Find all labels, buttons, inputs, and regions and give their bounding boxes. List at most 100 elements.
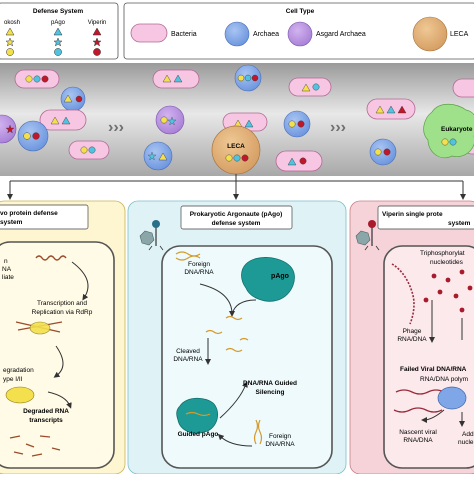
panel-left-label: ype I/II: [3, 376, 23, 383]
bacteria-cell: [275, 150, 323, 172]
dna-helix-icon: [253, 419, 263, 445]
cleaved-dna-icon: [205, 315, 249, 353]
guided-pago-label: Guided pAgo: [178, 431, 219, 438]
guided-pago-icon: [176, 397, 218, 434]
panel-right-label: nucle: [458, 439, 474, 446]
phage-icon: [148, 220, 164, 251]
branch-connectors: [7, 174, 466, 200]
converging-arrow-icon: [231, 299, 257, 315]
panel-left-label: n: [4, 258, 8, 265]
yellow-star-icon: [5, 37, 15, 47]
curved-arrow-icon: [217, 433, 253, 447]
panel-left-heading: Degraded RNA: [23, 408, 69, 415]
yellow-circle-icon: [6, 48, 14, 56]
red-circle-icon: [93, 48, 101, 56]
panel-right-title-2: system: [448, 220, 471, 227]
curved-arrow-icon: [219, 381, 248, 419]
panel-middle-label: Cleaved: [176, 348, 200, 355]
archaea-cell: [143, 141, 173, 171]
panel-middle-label: Foreign: [188, 261, 210, 268]
phage-rna-icon: [391, 263, 415, 325]
panel-left-okosh: vo protein defense system n NA liate Tra…: [0, 200, 126, 475]
archaea-label: Archaea: [253, 31, 279, 38]
panel-middle-label: DNA/RNA: [265, 441, 295, 448]
leca-label: LECA: [227, 143, 245, 150]
cell-type-legend-title: Cell Type: [286, 8, 315, 15]
panel-middle-label: Foreign: [269, 433, 291, 440]
pago-label: pAgo: [271, 273, 289, 280]
eukaryote-cell: Eukaryote: [423, 103, 474, 159]
cell-type-legend: Cell Type Bacteria Archaea Asgard Archae…: [123, 2, 474, 60]
bacteria-cell: [366, 98, 416, 120]
cyan-triangle-icon: [53, 27, 63, 36]
cyan-circle-icon: [54, 48, 62, 56]
archaea-swatch: [224, 21, 250, 47]
asgard-archaea-label: Asgard Archaea: [316, 31, 366, 38]
panel-middle-label: DNA/RNA: [173, 356, 203, 363]
nucleotides-icon: [423, 269, 473, 313]
progression-chevrons: ›››: [330, 119, 346, 136]
panel-right-label: Triphosphorylat: [420, 250, 465, 257]
asgard-archaea-cell: [155, 105, 185, 135]
red-triangle-icon: [92, 27, 102, 36]
curved-arrow-icon: [47, 391, 72, 409]
panel-middle-title: Prokaryotic Argonaute (pAgo): [190, 211, 283, 218]
panel-left-label: Transcription and: [37, 300, 87, 307]
panel-left-title-2: system: [0, 219, 23, 226]
panel-right-title: Viperin single prote: [382, 211, 443, 218]
asgard-archaea-swatch: [287, 21, 313, 47]
archaea-cell: [60, 86, 86, 112]
panel-right-label: Nascent viral: [399, 429, 437, 436]
bacteria-cell: [14, 69, 60, 89]
bacteria-swatch: [130, 23, 168, 43]
leca-cell: LECA: [211, 125, 261, 175]
panel-middle-heading: DNA/RNA Guided: [243, 380, 297, 387]
panel-left-label: egradation: [3, 367, 34, 374]
pago-protein-icon: [241, 257, 295, 302]
polymerase-icon: [437, 386, 467, 410]
asgard-archaea-cell: [0, 114, 17, 144]
panel-middle-label: DNA/RNA: [184, 269, 214, 276]
leca-legend-label: LECA: [450, 31, 469, 38]
cyan-star-icon: [53, 37, 63, 47]
panel-left-label: liate: [2, 274, 14, 281]
panel-right-viperin: Viperin single prote system Triphosphory…: [349, 200, 474, 475]
rna-fragments-icon: [9, 435, 61, 457]
panel-right-heading: Failed Viral DNA/RNA: [400, 366, 467, 373]
panel-left-label: Replication via RdRp: [32, 309, 93, 316]
curved-arrow-icon: [53, 345, 64, 378]
curved-arrow-icon: [71, 261, 89, 301]
leca-swatch: [412, 16, 448, 52]
archaea-cell: [283, 110, 311, 138]
panel-right-label: RNA/DNA: [403, 437, 433, 444]
virion-icon: [139, 230, 155, 246]
progression-chevrons: ›››: [108, 119, 124, 136]
panel-right-label: nucleotides: [430, 259, 464, 266]
panel-left-heading: transcripts: [29, 417, 63, 424]
panel-middle-title-2: defense system: [212, 220, 261, 227]
bacteria-cell: [68, 140, 110, 160]
curved-arrow-icon: [421, 409, 445, 423]
panel-left-title: vo protein defense: [0, 210, 58, 217]
panel-middle-pago: Prokaryotic Argonaute (pAgo) defense sys…: [127, 200, 347, 475]
bacteria-cell: [452, 78, 474, 98]
phage-icon: [364, 220, 380, 251]
virion-icon: [355, 230, 371, 246]
panel-right-label: RNA/DNA: [397, 336, 427, 343]
dna-helix-icon: [175, 251, 201, 261]
archaea-cell: [17, 120, 49, 152]
archaea-cell: [369, 138, 397, 166]
panel-right-label: Phage: [403, 328, 422, 335]
red-star-icon: [92, 37, 102, 47]
rna-strand-icon: [35, 255, 67, 261]
archaea-cell: [234, 64, 262, 92]
bacteria-label: Bacteria: [171, 31, 197, 38]
legend-col-viperin: Viperin: [88, 20, 107, 26]
panel-right-label: RNA/DNA polym: [420, 376, 468, 383]
legend-col-okosh: okosh: [4, 20, 20, 26]
bacteria-cell: [39, 109, 87, 131]
panel-right-label: Add: [462, 431, 474, 438]
bacteria-cell: [152, 69, 200, 89]
panel-left-label: NA: [2, 266, 12, 273]
